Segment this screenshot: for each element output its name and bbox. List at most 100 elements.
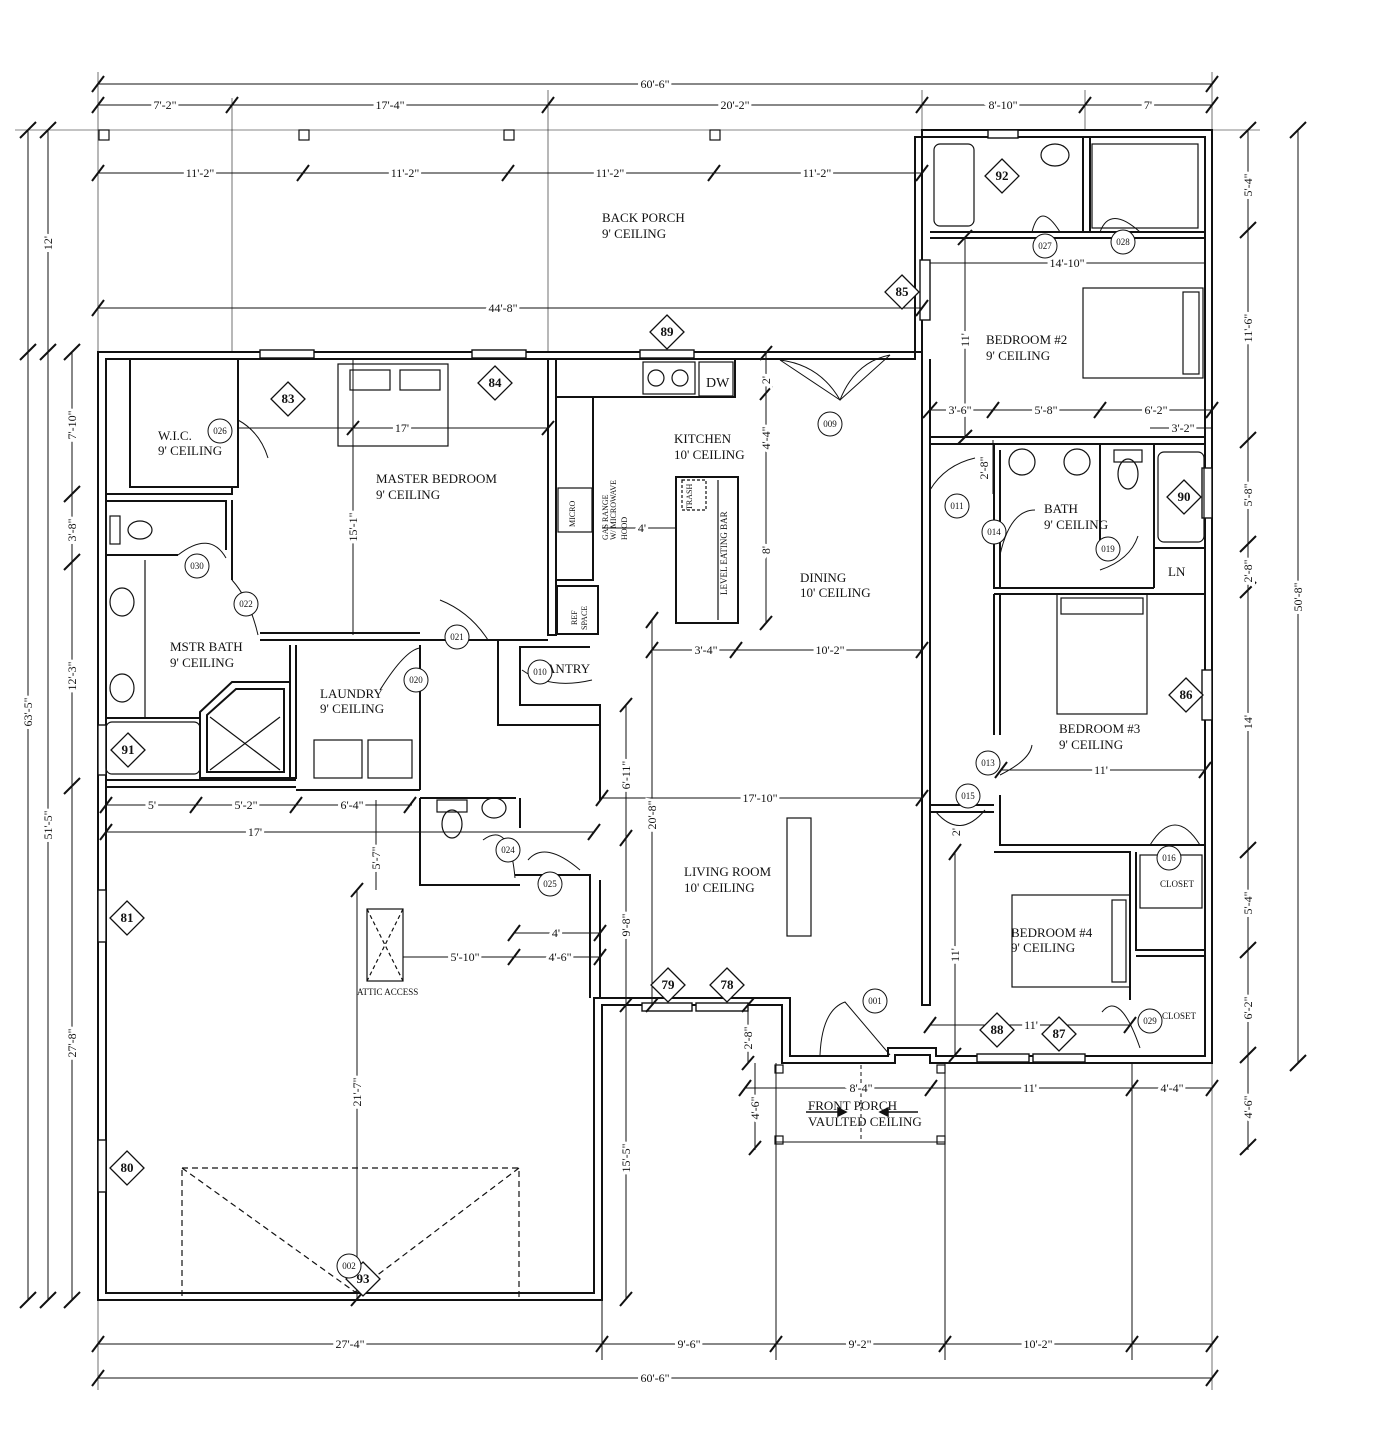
door-tag-label: 030 [190, 561, 204, 571]
closet-label-2: CLOSET [1162, 1011, 1197, 1021]
door-tag-circle [336, 1253, 362, 1279]
dim-g4: 17' [248, 825, 262, 839]
window-tag: 80 [109, 1150, 145, 1186]
dim-fp2: 11' [1023, 1081, 1037, 1095]
room-bedroom3-name: BEDROOM #3 [1059, 721, 1140, 736]
window-tag-diamond [884, 274, 920, 310]
dim-fp5: 2'-8" [741, 1026, 755, 1049]
dim-b3: 11' [1094, 763, 1108, 777]
eating-bar-label: LEVEL EATING BAR [719, 511, 729, 595]
dim-left-1: 7'-10" [65, 410, 79, 439]
dim-left-house: 51'-5" [41, 810, 55, 839]
door-tag-circle [495, 837, 521, 863]
door-tag-circle [1110, 229, 1136, 255]
door-tag-circle [817, 411, 843, 437]
dim-living-h3: 9'-8" [619, 913, 633, 936]
dim-g2: 5'-2" [234, 798, 257, 812]
window-tag-label: 92 [996, 168, 1009, 183]
window-tag-label: 80 [121, 1160, 134, 1175]
door-tag-circle [444, 624, 470, 650]
dim-left-porch: 12' [41, 236, 55, 250]
dim-fp1: 8'-4" [849, 1081, 872, 1095]
dim-fp3: 4'-4" [1160, 1081, 1183, 1095]
door-tag-circle [403, 667, 429, 693]
door-tag: 027 [1032, 233, 1058, 259]
dim-r3: 6'-2" [1144, 403, 1167, 417]
room-kitchen-name: KITCHEN [674, 431, 732, 446]
dim-kitchen-5: 3'-4" [694, 643, 717, 657]
door-tag-circle [1156, 845, 1182, 871]
door-tag-label: 013 [981, 758, 995, 768]
door-tag: 016 [1156, 845, 1182, 871]
dim-left-2: 3'-8" [65, 518, 79, 541]
dim-bottom-3: 9'-2" [848, 1337, 871, 1351]
fixtures [105, 143, 1205, 1301]
door-tag-label: 016 [1162, 853, 1176, 863]
door-tag: 029 [1137, 1008, 1163, 1034]
door-tag-label: 024 [501, 845, 515, 855]
dim-top-4: 8'-10" [988, 98, 1017, 112]
dim-r5: 2'-8" [977, 456, 991, 479]
dim-top-3: 20'-2" [720, 98, 749, 112]
room-mstr-bath-name: MSTR BATH [170, 639, 243, 654]
room-back-porch-ceiling: 9' CEILING [602, 226, 666, 241]
door-tag-label: 019 [1101, 544, 1115, 554]
door-tag-circle [184, 553, 210, 579]
door-tag-label: 014 [987, 527, 1001, 537]
door-tag: 011 [944, 493, 970, 519]
dim-g7: 5'-10" [450, 950, 479, 964]
dim-bottom-1: 27'-4" [335, 1337, 364, 1351]
windows [97, 129, 1213, 1193]
dim-top-overall: 60'-6" [640, 77, 669, 91]
room-bath-name: BATH [1044, 501, 1078, 516]
window-tag-label: 88 [991, 1022, 1005, 1037]
room-bath-ceiling: 9' CEILING [1044, 517, 1108, 532]
ref-label-1: REF [570, 610, 579, 625]
room-bedroom3-ceiling: 9' CEILING [1059, 737, 1123, 752]
porch-posts [98, 129, 946, 1145]
window-tag: 88 [979, 1012, 1015, 1048]
attic-access-label: ATTIC ACCESS [357, 987, 418, 997]
door-tag: 030 [184, 553, 210, 579]
dim-right-4: 2'-8" [1241, 559, 1255, 582]
dim-living-h1: 6'-11" [619, 761, 633, 790]
range-label-3: HOOD [620, 517, 629, 540]
dim-right-3: 5'-8" [1241, 483, 1255, 506]
room-front-porch-name: FRONT PORCH [808, 1098, 897, 1113]
window-tag-diamond [270, 381, 306, 417]
door-tag: 009 [817, 411, 843, 437]
door-tag-circle [1137, 1008, 1163, 1034]
window-tag: 87 [1041, 1016, 1077, 1052]
window-tag: 81 [109, 900, 145, 936]
window-tag-label: 81 [121, 910, 134, 925]
window-tag-label: 85 [896, 284, 910, 299]
door-tag-circle [981, 519, 1007, 545]
closet-label-1: CLOSET [1160, 879, 1195, 889]
door-tag-label: 015 [961, 791, 975, 801]
door-tag-circle [233, 591, 259, 617]
room-bedroom4-ceiling: 9' CEILING [1011, 940, 1075, 955]
window-tag-label: 87 [1053, 1026, 1067, 1041]
dim-right-2: 11'-6" [1241, 314, 1255, 343]
dim-kitchen-6: 10'-2" [815, 643, 844, 657]
dim-right-1: 5'-4" [1241, 173, 1255, 196]
window-tag: 79 [650, 967, 686, 1003]
door-tag: 024 [495, 837, 521, 863]
room-wic-ceiling: 9' CEILING [158, 443, 222, 458]
door-tag-label: 027 [1038, 241, 1052, 251]
dim-right-6: 5'-4" [1241, 891, 1255, 914]
dim-b3s: 2' [949, 828, 963, 836]
dim-kitchen-3: 4' [638, 521, 646, 535]
room-bedroom2-name: BEDROOM #2 [986, 332, 1067, 347]
window-tag-diamond [650, 967, 686, 1003]
door-tag-label: 009 [823, 419, 837, 429]
dim-g1: 5' [148, 798, 156, 812]
window-tag-label: 93 [357, 1271, 371, 1286]
room-bedroom2-ceiling: 9' CEILING [986, 348, 1050, 363]
trash-label: TRASH [685, 484, 694, 510]
dim-top-2: 17'-4" [375, 98, 404, 112]
dim-bottom-2: 9'-6" [677, 1337, 700, 1351]
door-tag: 015 [955, 783, 981, 809]
dim-b4h: 11' [948, 948, 962, 962]
